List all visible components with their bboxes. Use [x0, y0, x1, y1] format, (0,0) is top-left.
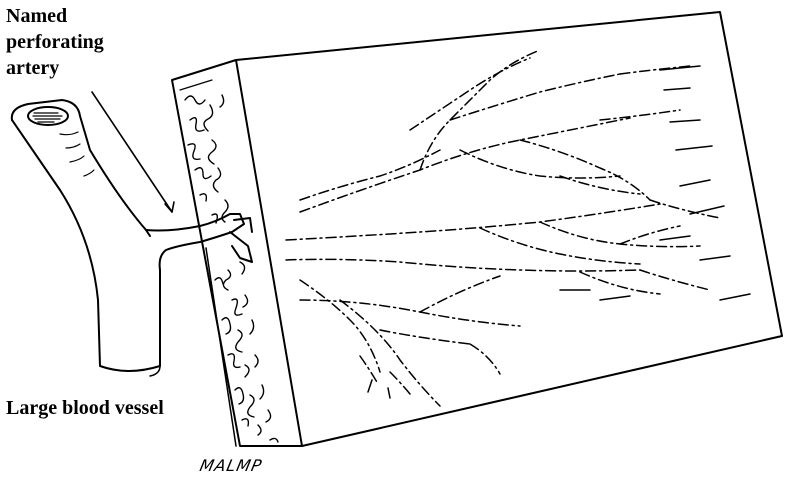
large-blood-vessel — [10, 99, 167, 377]
artery-pointer-arrowhead — [164, 201, 175, 213]
vascular-network — [285, 49, 721, 407]
vessel-fragments — [367, 65, 751, 399]
perforating-artery-label-line1: Named — [6, 5, 68, 27]
perforating-artery-label: Named perforating artery — [6, 3, 104, 81]
perforating-artery-label-line2: perforating — [6, 31, 104, 53]
perforating-artery — [145, 213, 253, 263]
fat-lobules — [184, 94, 279, 443]
vessel-lumen-hatch — [32, 112, 63, 123]
skin-slab-edge — [171, 11, 783, 447]
artery-pointer-line — [91, 91, 173, 213]
perforating-artery-label-line3: artery — [6, 57, 60, 79]
artist-signature: MALMP — [197, 456, 265, 475]
large-blood-vessel-label: Large blood vessel — [6, 397, 164, 419]
